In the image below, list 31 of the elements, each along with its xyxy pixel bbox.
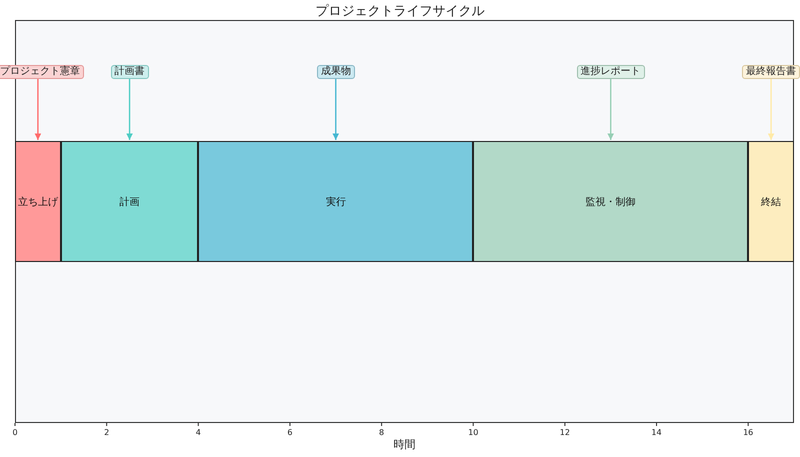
arrow xyxy=(126,79,133,140)
deliverable-callout: 計画書 xyxy=(110,65,149,79)
phase-label: 計画 xyxy=(120,196,140,208)
tick-label: 6 xyxy=(287,428,292,437)
phase-bar xyxy=(473,141,748,262)
phase-label: 立ち上げ xyxy=(18,196,58,208)
phase-bar xyxy=(198,141,474,262)
chart-title: プロジェクトライフサイクル xyxy=(314,3,486,20)
phase-bar xyxy=(748,141,794,262)
tick-label: 8 xyxy=(379,428,384,437)
deliverable-callout: 最終報告書 xyxy=(742,65,800,79)
tick-label: 0 xyxy=(12,428,18,437)
deliverable-callout: プロジェクト憲章 xyxy=(0,65,84,79)
tick-label: 14 xyxy=(651,428,662,437)
tick-label: 12 xyxy=(560,428,570,437)
arrow xyxy=(34,79,42,140)
arrow xyxy=(607,79,614,140)
arrow xyxy=(332,79,340,140)
axis-title: 時間 xyxy=(394,437,416,452)
tick-label: 10 xyxy=(468,428,478,437)
arrow xyxy=(768,79,774,140)
phase-label: 監視・制御 xyxy=(586,196,636,208)
tick-label: 2 xyxy=(104,428,110,437)
deliverable-callout: 成果物 xyxy=(316,65,355,79)
deliverable-callout: 進捗レポート xyxy=(576,65,645,79)
phase-bar xyxy=(60,141,198,262)
phase-bar xyxy=(15,141,61,262)
tick-label: 4 xyxy=(196,428,201,437)
phase-label: 終結 xyxy=(761,196,782,208)
phase-label: 実行 xyxy=(326,196,346,208)
tick-label: 16 xyxy=(743,428,754,437)
